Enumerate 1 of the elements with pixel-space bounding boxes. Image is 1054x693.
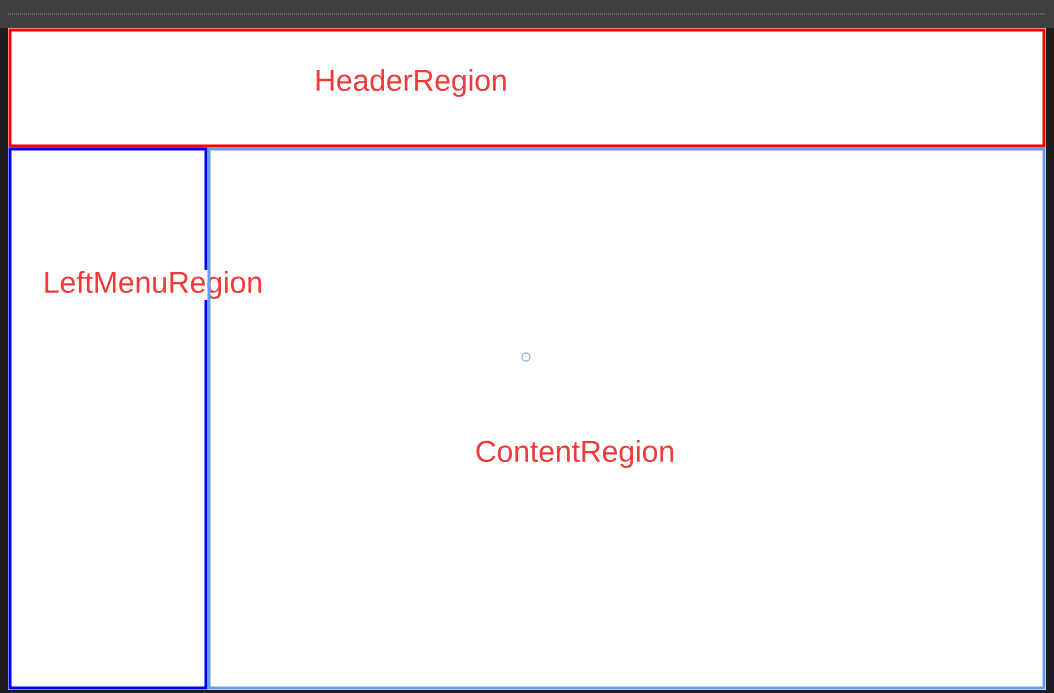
- region-box: HeaderRegion: [8, 28, 1046, 148]
